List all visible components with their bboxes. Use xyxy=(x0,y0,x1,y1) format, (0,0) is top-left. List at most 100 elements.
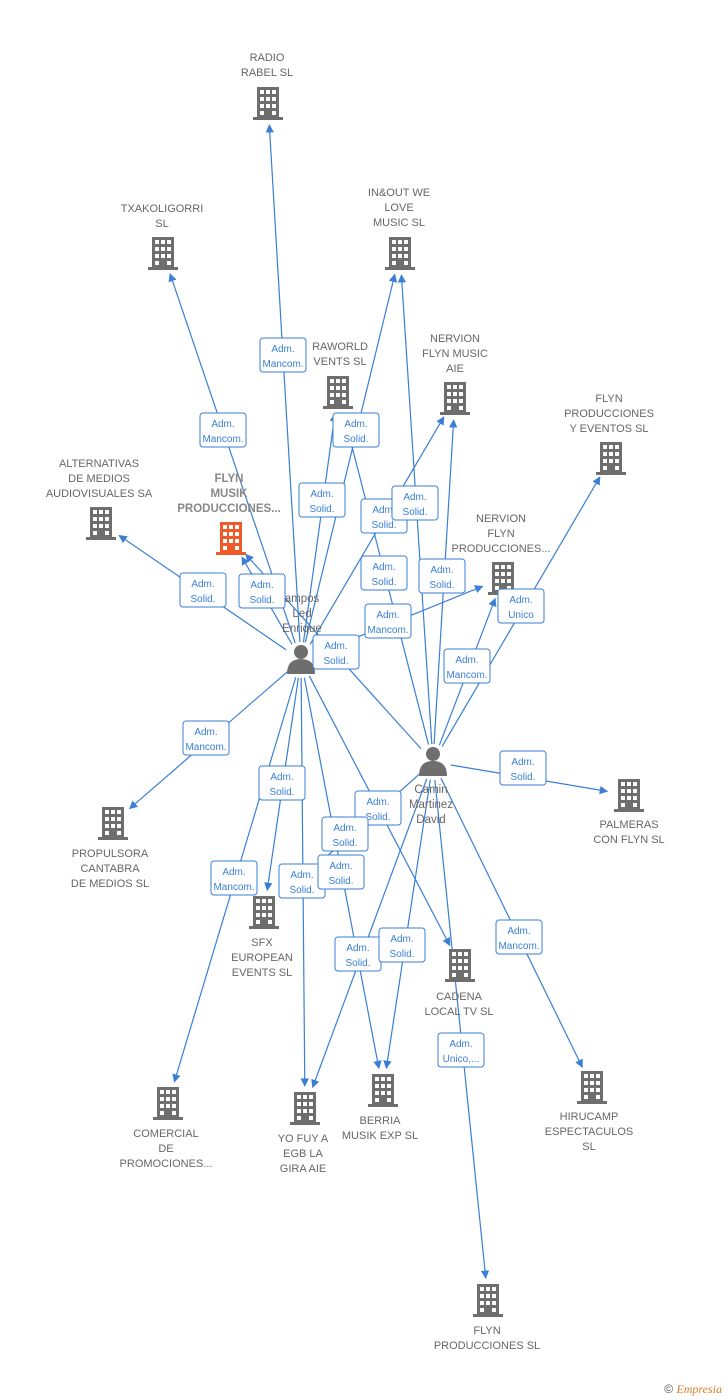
relation-box xyxy=(495,919,543,955)
relation-text: Adm.Solid. xyxy=(328,861,353,887)
relation-box xyxy=(437,1032,485,1068)
building-icon xyxy=(473,1284,503,1317)
relation-text: Adm.Solid. xyxy=(371,562,396,588)
relation-label-18[interactable]: Adm.Solid. xyxy=(499,750,547,786)
relation-label-5[interactable]: Adm.Solid. xyxy=(391,485,439,521)
footer-brand[interactable]: © Empresia xyxy=(664,1382,722,1397)
relation-text: Adm.Solid. xyxy=(289,870,314,896)
relation-label-0[interactable]: Adm.Mancom. xyxy=(259,337,307,373)
relation-label-25[interactable]: Adm.Unico,... xyxy=(437,1032,485,1068)
relation-label-17[interactable]: Adm.Solid. xyxy=(321,816,369,852)
relation-label-22[interactable]: Adm.Solid. xyxy=(334,936,382,972)
edges-layer xyxy=(118,124,609,1279)
relation-label-8[interactable]: Adm.Solid. xyxy=(360,555,408,591)
relation-label-24[interactable]: Adm.Mancom. xyxy=(495,919,543,955)
building-icon xyxy=(249,896,279,929)
relation-text: Adm.Solid. xyxy=(345,943,370,969)
relation-box xyxy=(182,720,230,756)
relation-label-7[interactable]: Adm.Solid. xyxy=(238,573,286,609)
relation-label-23[interactable]: Adm.Solid. xyxy=(378,927,426,963)
relation-label-6[interactable]: Adm.Solid. xyxy=(179,572,227,608)
relation-box xyxy=(499,750,547,786)
building-icon xyxy=(440,382,470,415)
relation-text: Adm.Solid. xyxy=(323,641,348,667)
relation-box xyxy=(418,558,466,594)
relation-box xyxy=(321,816,369,852)
relation-text: Adm.Solid. xyxy=(371,505,396,531)
building-icon xyxy=(614,779,644,812)
relation-label-15[interactable]: Adm.Solid. xyxy=(258,765,306,801)
relation-box xyxy=(199,412,247,448)
relation-label-13[interactable]: Adm.Mancom. xyxy=(443,648,491,684)
building-icon xyxy=(86,507,116,540)
relation-label-14[interactable]: Adm.Mancom. xyxy=(182,720,230,756)
relation-box xyxy=(497,588,545,624)
edge-campos-to-raworld xyxy=(302,412,339,643)
relation-label-11[interactable]: Adm.Unico xyxy=(497,588,545,624)
relation-box xyxy=(360,555,408,591)
relation-box xyxy=(317,854,365,890)
relation-label-9[interactable]: Adm.Solid. xyxy=(418,558,466,594)
relation-text: Adm.Mancom. xyxy=(185,727,226,753)
relation-label-3[interactable]: Adm.Solid. xyxy=(298,482,346,518)
relation-text: Adm.Mancom. xyxy=(367,610,408,636)
building-icon xyxy=(98,807,128,840)
building-icon xyxy=(577,1071,607,1104)
relation-label-2[interactable]: Adm.Solid. xyxy=(332,412,380,448)
relation-text: Adm.Unico,... xyxy=(443,1039,480,1065)
relation-label-12[interactable]: Adm.Solid. xyxy=(312,634,360,670)
relation-text: Adm.Unico xyxy=(508,595,534,621)
relation-text: Adm.Mancom. xyxy=(446,655,487,681)
relation-text: Adm.Solid. xyxy=(249,580,274,606)
relation-label-20[interactable]: Adm.Solid. xyxy=(278,863,326,899)
relation-label-19[interactable]: Adm.Mancom. xyxy=(210,860,258,896)
edge-camin-to-flyn-producciones xyxy=(434,779,490,1279)
relation-label-1[interactable]: Adm.Mancom. xyxy=(199,412,247,448)
edge-camin-to-berria xyxy=(383,779,431,1070)
relation-box xyxy=(259,337,307,373)
relation-label-10[interactable]: Adm.Mancom. xyxy=(364,603,412,639)
person-icon xyxy=(419,747,447,776)
relation-label-21[interactable]: Adm.Solid. xyxy=(317,854,365,890)
building-icon xyxy=(148,237,178,270)
relation-box xyxy=(258,765,306,801)
relation-label-16[interactable]: Adm.Solid. xyxy=(354,790,402,826)
relation-text: Adm.Solid. xyxy=(389,934,414,960)
brand-logo: Empresia xyxy=(676,1382,722,1396)
building-icon xyxy=(216,522,246,555)
building-icon xyxy=(368,1074,398,1107)
